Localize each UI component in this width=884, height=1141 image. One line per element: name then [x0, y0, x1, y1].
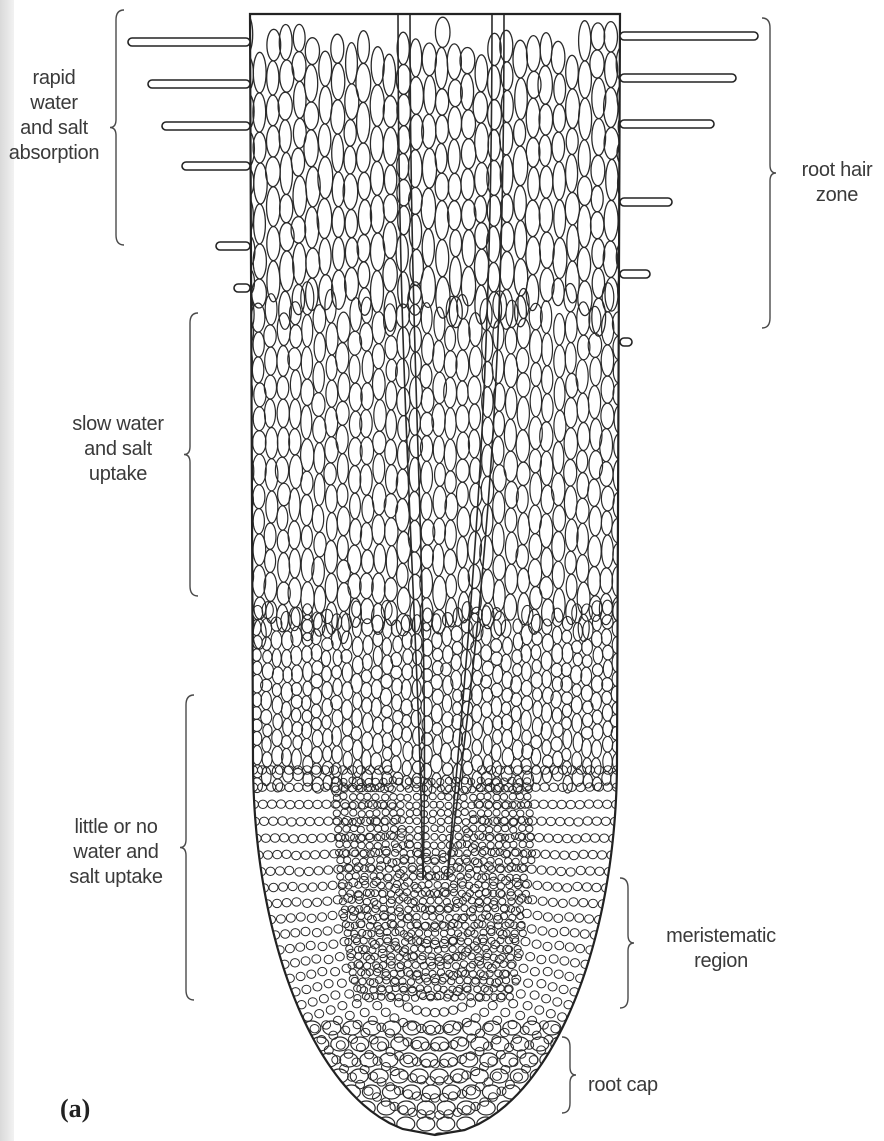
root-hair — [234, 284, 250, 292]
root-hair — [148, 80, 250, 88]
left-bracket — [184, 313, 198, 596]
root-hair — [620, 120, 714, 128]
root-hair — [620, 270, 650, 278]
root-hair — [128, 38, 250, 46]
label-rapid-absorption: rapid water and salt absorption — [2, 66, 106, 166]
panel-letter: (a) — [60, 1094, 90, 1124]
root-hairs — [128, 32, 758, 346]
root-hair — [620, 198, 672, 206]
right-bracket — [762, 18, 776, 328]
label-root-cap: root cap — [588, 1073, 698, 1098]
root-hair — [620, 338, 632, 346]
label-meristematic-region: meristematic region — [646, 924, 796, 974]
root-hair — [620, 32, 758, 40]
root-hair — [216, 242, 250, 250]
right-bracket — [620, 878, 634, 1008]
left-bracket — [180, 695, 194, 1000]
left-bracket — [110, 10, 124, 245]
label-little-uptake: little or no water and salt uptake — [54, 815, 178, 890]
cell-network — [239, 14, 632, 1141]
root-hair — [162, 122, 250, 130]
right-bracket — [562, 1037, 576, 1113]
root-hair — [620, 74, 736, 82]
label-root-hair-zone: root hair zone — [792, 158, 882, 208]
label-slow-uptake: slow water and salt uptake — [56, 412, 180, 487]
root-hair — [182, 162, 250, 170]
